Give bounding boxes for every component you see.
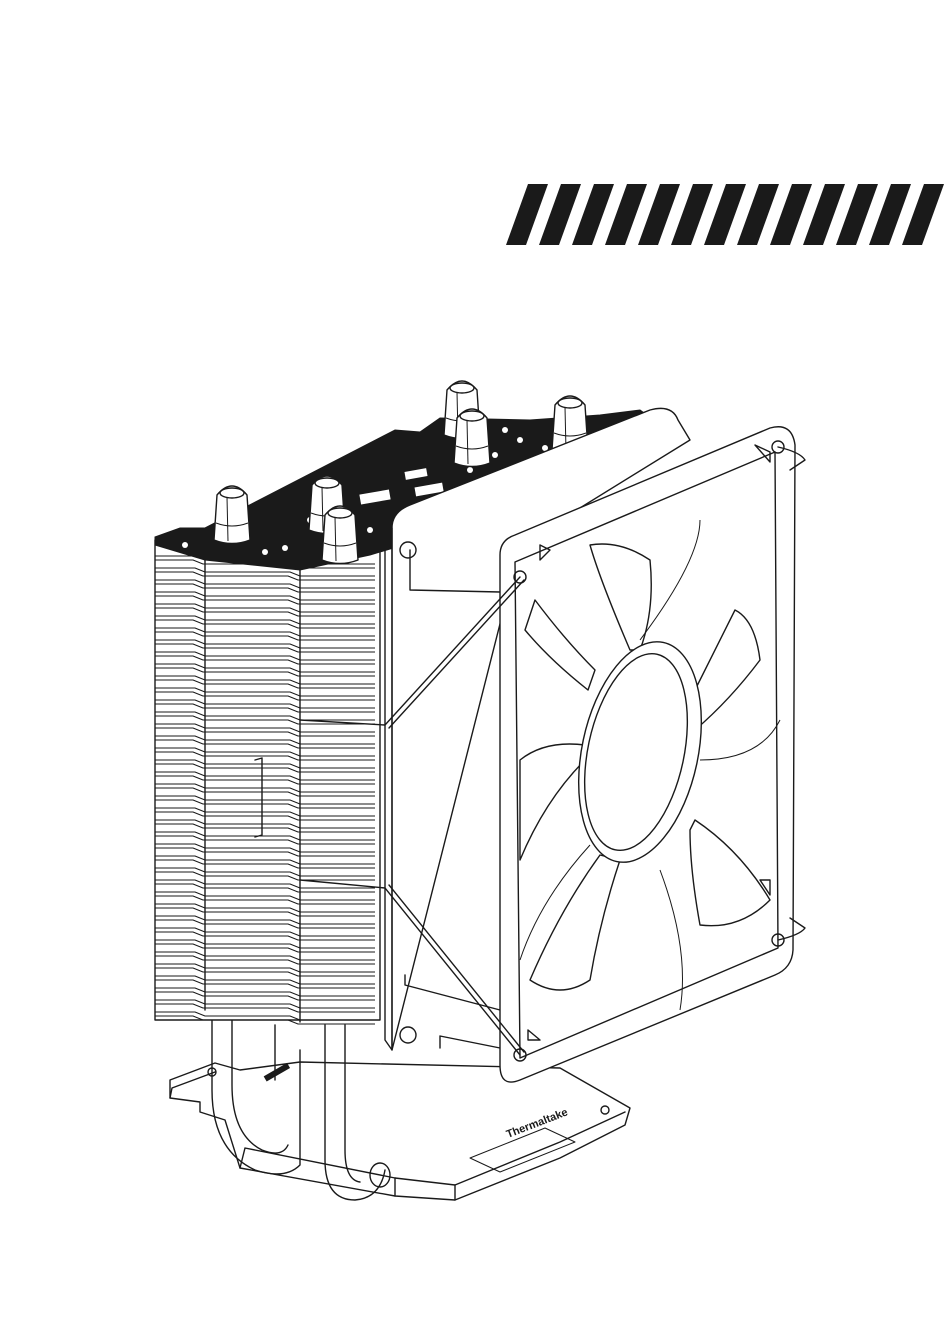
mounting-base-plate: Thermaltake	[170, 1062, 630, 1200]
heatpipe-cap	[454, 409, 490, 467]
heatsink-fin-stack	[155, 540, 380, 1024]
heatpipe-cap	[214, 486, 250, 544]
heatpipe-cap	[322, 506, 358, 564]
